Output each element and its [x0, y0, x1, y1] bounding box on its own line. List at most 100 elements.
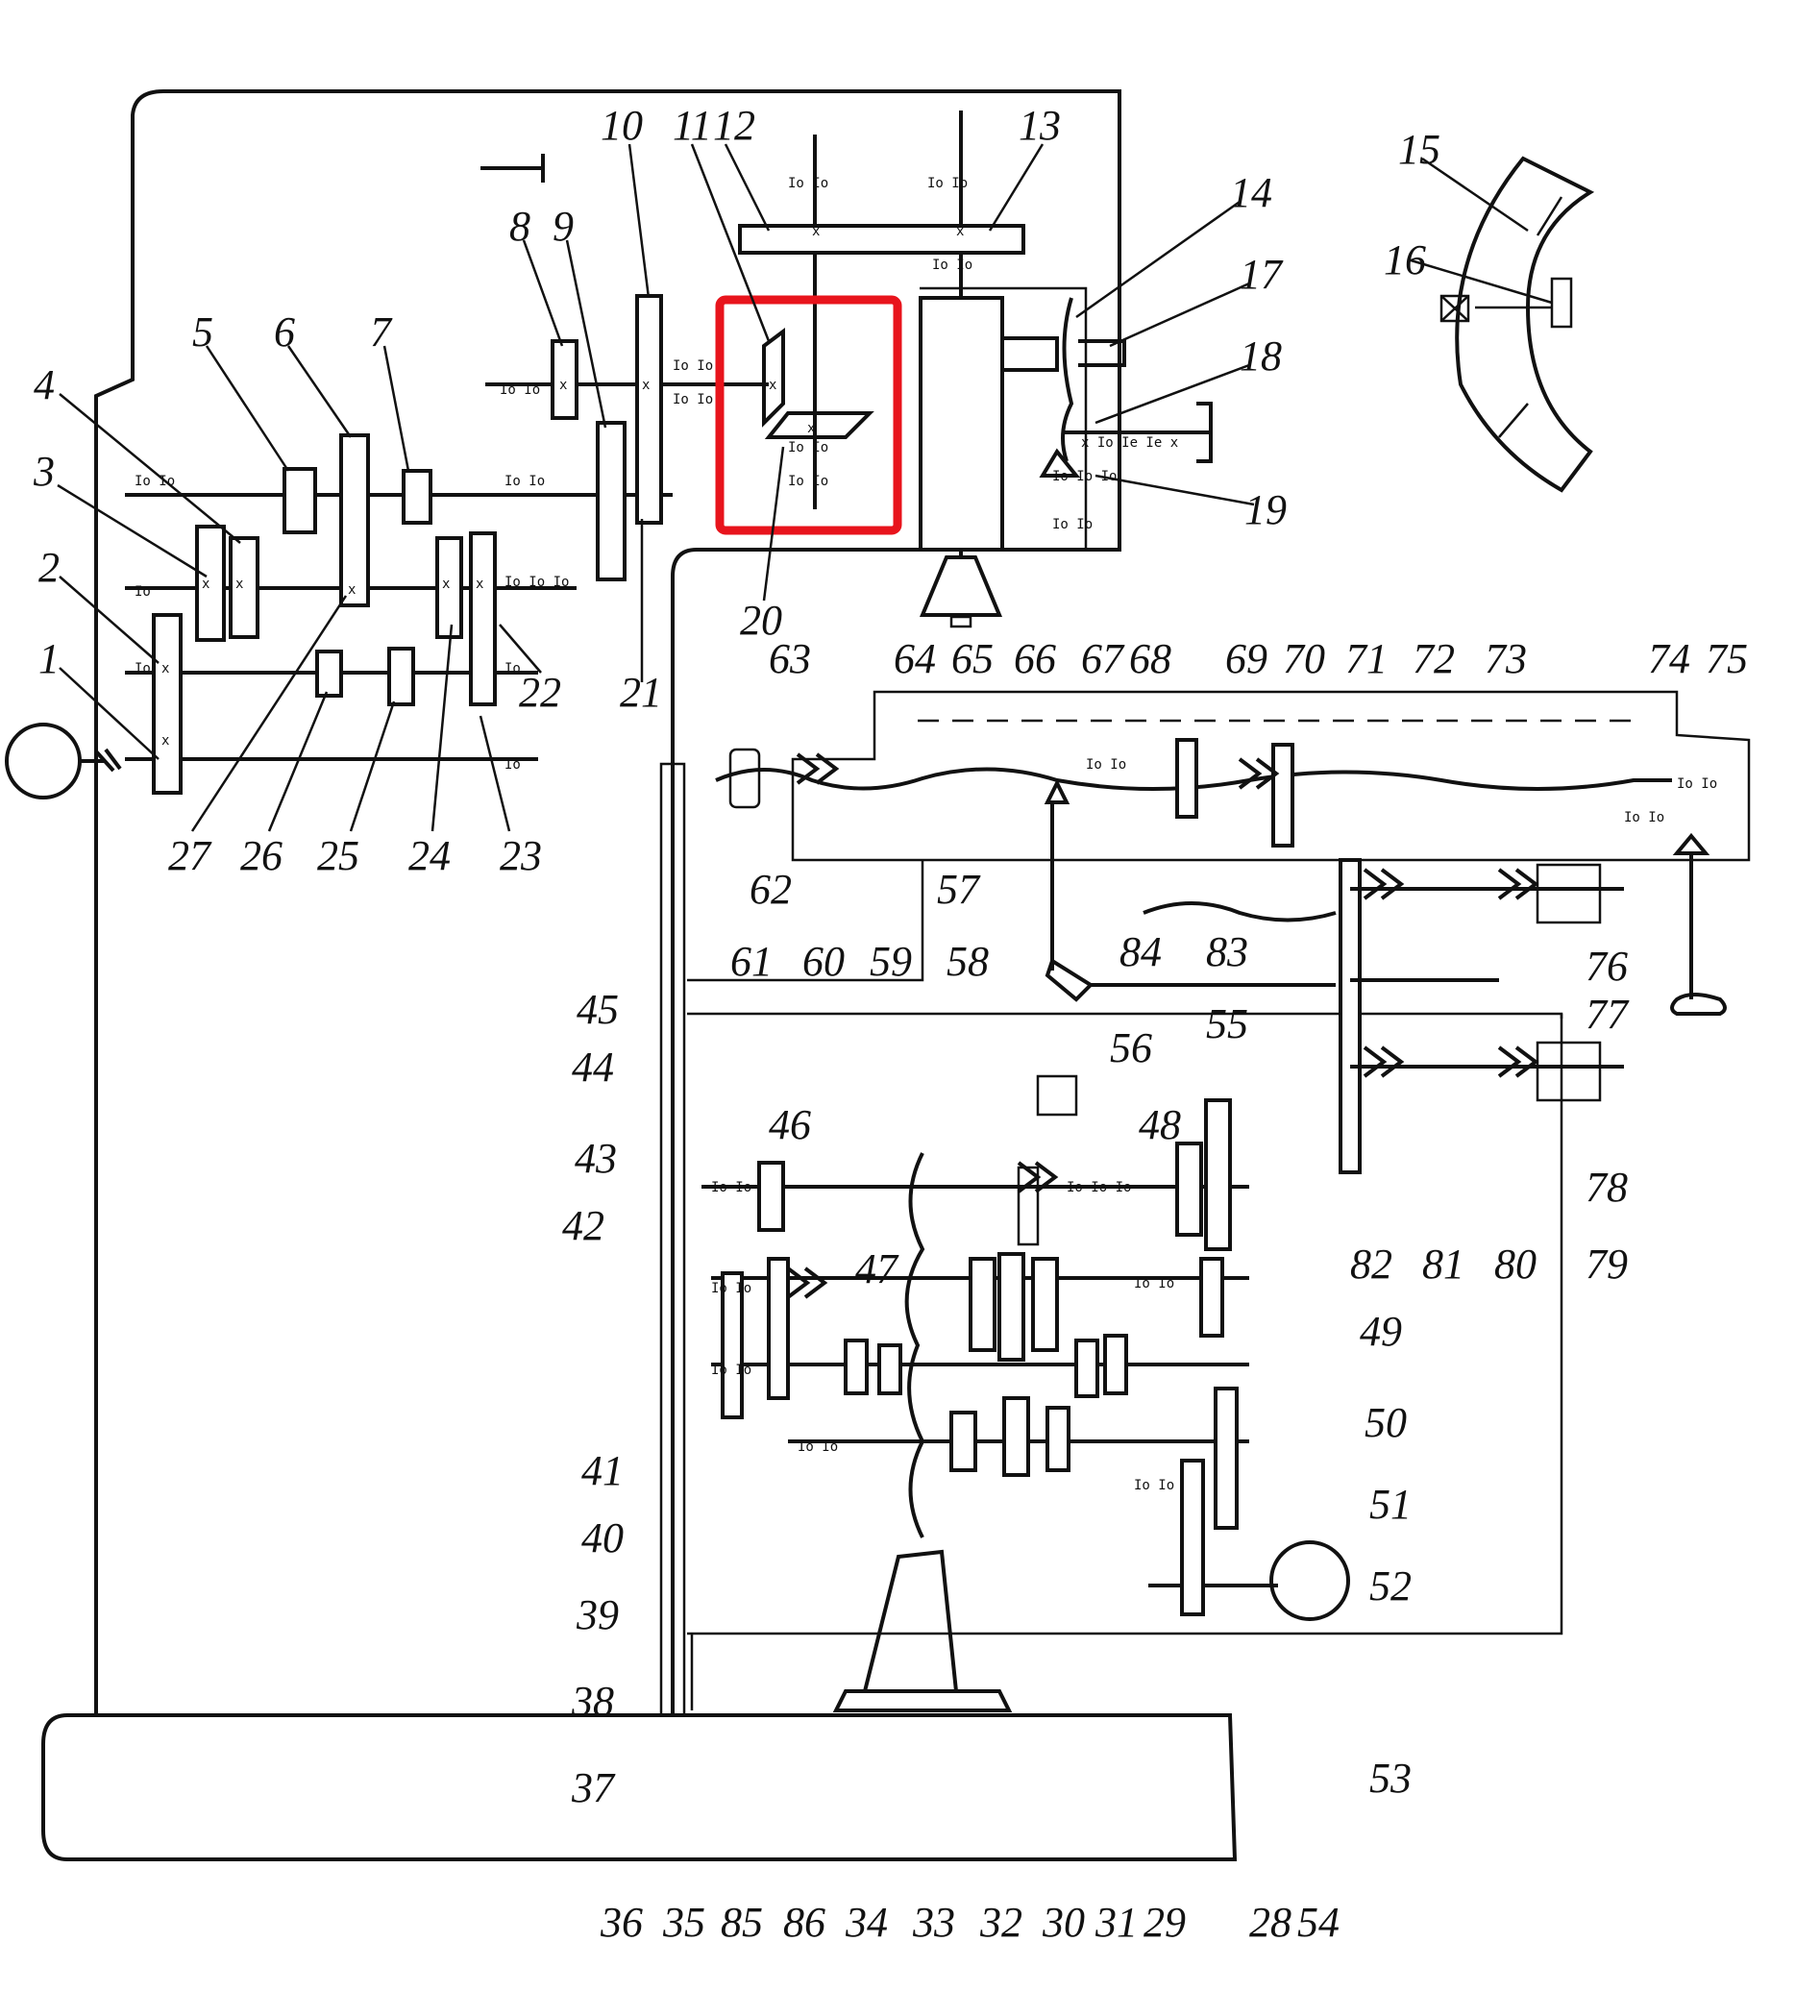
part-label-14: 14 [1230, 169, 1272, 216]
part-label-26: 26 [240, 832, 283, 879]
part-label-43: 43 [575, 1135, 617, 1182]
part-label-36: 36 [600, 1899, 643, 1946]
svg-text:x: x [235, 577, 243, 592]
svg-text:Io Io: Io Io [673, 392, 713, 407]
part-label-77: 77 [1586, 991, 1630, 1038]
part-label-23: 23 [500, 832, 542, 879]
part-label-74: 74 [1648, 635, 1690, 682]
svg-text:x: x [559, 378, 567, 393]
part-label-82: 82 [1350, 1241, 1392, 1288]
part-label-81: 81 [1422, 1241, 1464, 1288]
spindle-head: x x x x Io Io Io Io Io Io Io Io Io Io x … [738, 111, 1213, 628]
table-feed: Io Io Io Io Io Io [715, 738, 1727, 1016]
svg-text:Io Io: Io Io [504, 474, 545, 489]
part-label-59: 59 [870, 938, 912, 985]
part-label-48: 48 [1139, 1101, 1181, 1148]
part-label-78: 78 [1586, 1164, 1628, 1211]
part-label-51: 51 [1369, 1481, 1412, 1528]
part-label-8: 8 [509, 203, 530, 250]
feed-gearbox: Io Io Io Io Io Io Io Io Io Io Io Io Io I… [701, 1074, 1278, 1712]
part-label-58: 58 [947, 938, 989, 985]
svg-text:Io Io Io: Io Io Io [1067, 1180, 1131, 1195]
part-label-1: 1 [38, 635, 60, 682]
part-label-79: 79 [1586, 1241, 1628, 1288]
part-label-47: 47 [855, 1245, 899, 1292]
svg-text:x: x [807, 421, 815, 436]
svg-text:Io Io: Io Io [711, 1180, 751, 1195]
machine-frame [5, 89, 1751, 1861]
part-label-30: 30 [1042, 1899, 1085, 1946]
part-label-69: 69 [1225, 635, 1267, 682]
part-label-21: 21 [620, 669, 662, 716]
svg-text:Io Io: Io Io [788, 440, 828, 455]
part-label-20: 20 [740, 597, 782, 644]
part-label-52: 52 [1369, 1562, 1412, 1610]
part-label-86: 86 [783, 1899, 825, 1946]
part-label-67: 67 [1081, 635, 1125, 682]
svg-text:Io Io: Io Io [927, 176, 968, 191]
part-label-12: 12 [713, 102, 755, 149]
svg-text:Io: Io [135, 661, 151, 676]
part-label-4: 4 [34, 361, 55, 408]
highlight-box [715, 295, 902, 535]
part-label-37: 37 [571, 1764, 616, 1811]
part-label-80: 80 [1494, 1241, 1537, 1288]
svg-text:Io Io: Io Io [788, 474, 828, 489]
part-label-18: 18 [1240, 332, 1282, 380]
part-label-15: 15 [1398, 126, 1440, 173]
cross-feed [1045, 858, 1624, 1174]
part-label-31: 31 [1094, 1899, 1138, 1946]
part-label-66: 66 [1014, 635, 1056, 682]
svg-text:x: x [642, 378, 650, 393]
svg-text:Io Io Io: Io Io Io [1052, 469, 1117, 484]
part-label-2: 2 [38, 544, 60, 591]
part-label-53: 53 [1369, 1755, 1412, 1802]
svg-text:Io Io: Io Io [1134, 1478, 1174, 1493]
part-label-40: 40 [581, 1514, 624, 1561]
part-label-46: 46 [769, 1101, 811, 1148]
part-label-54: 54 [1297, 1899, 1340, 1946]
part-label-42: 42 [562, 1202, 604, 1249]
part-label-9: 9 [553, 203, 574, 250]
svg-text:Io Io: Io Io [932, 258, 972, 273]
part-label-85: 85 [721, 1899, 763, 1946]
svg-text:Io Io: Io Io [1134, 1276, 1174, 1291]
part-label-24: 24 [408, 832, 451, 879]
part-label-62: 62 [750, 866, 792, 913]
part-label-60: 60 [802, 938, 845, 985]
part-label-84: 84 [1119, 928, 1162, 975]
part-label-17: 17 [1240, 251, 1284, 298]
part-label-45: 45 [577, 986, 619, 1033]
part-label-68: 68 [1129, 635, 1171, 682]
svg-text:x: x [956, 224, 964, 239]
part-label-22: 22 [519, 669, 561, 716]
svg-text:Io Io: Io Io [1677, 776, 1717, 792]
svg-text:x: x [769, 378, 776, 393]
svg-text:x: x [161, 661, 169, 676]
part-label-55: 55 [1206, 1000, 1248, 1047]
quadrant-guard [1439, 156, 1595, 493]
part-label-34: 34 [845, 1899, 888, 1946]
svg-text:x: x [202, 577, 209, 592]
leader-lines [57, 143, 1553, 832]
svg-text:x: x [476, 577, 483, 592]
part-label-25: 25 [317, 832, 359, 879]
part-label-29: 29 [1144, 1899, 1186, 1946]
svg-text:Io Io: Io Io [1086, 757, 1126, 773]
part-label-6: 6 [274, 308, 295, 356]
part-label-56: 56 [1110, 1024, 1152, 1071]
svg-text:Io Io: Io Io [711, 1281, 751, 1296]
part-label-50: 50 [1365, 1399, 1407, 1446]
part-label-64: 64 [894, 635, 936, 682]
part-label-49: 49 [1360, 1308, 1402, 1355]
svg-text:Io Io: Io Io [798, 1439, 838, 1455]
part-label-73: 73 [1485, 635, 1527, 682]
svg-text:Io Io: Io Io [711, 1363, 751, 1378]
part-label-63: 63 [769, 635, 811, 682]
part-label-41: 41 [581, 1447, 624, 1494]
svg-text:x: x [161, 733, 169, 749]
svg-text:x Io Ie Ie x: x Io Ie Ie x [1081, 435, 1178, 451]
part-label-38: 38 [571, 1678, 614, 1725]
part-label-16: 16 [1384, 236, 1426, 283]
